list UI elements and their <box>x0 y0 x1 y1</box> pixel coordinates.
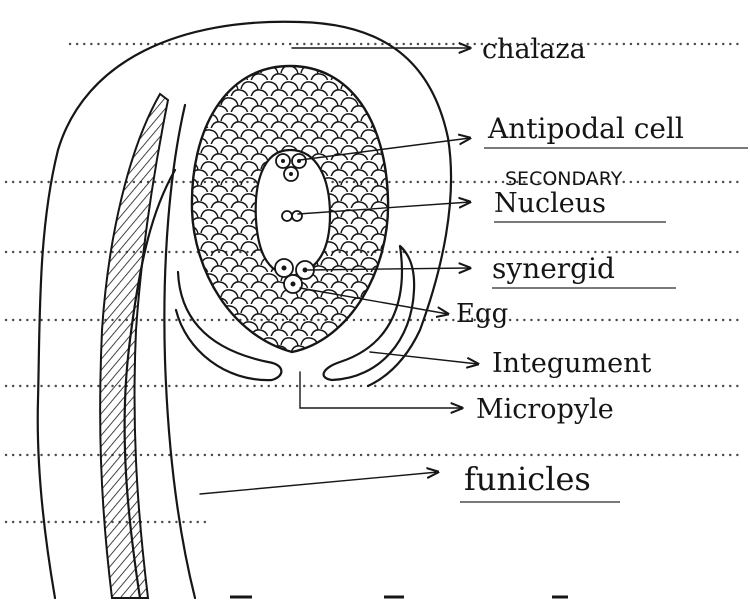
funicles-arrow <box>200 472 438 494</box>
label-antipodal-cell: Antipodal cell <box>487 112 684 145</box>
label-synergid: synergid <box>492 252 615 285</box>
label-secondary: SECONDARY <box>505 168 623 190</box>
label-micropyle: Micropyle <box>476 394 614 425</box>
vascular-strand <box>100 94 168 598</box>
label-funicles: funicles <box>464 460 591 498</box>
label-nucleus: Nucleus <box>494 188 606 219</box>
label-chalaza: chalaza <box>482 34 586 65</box>
label-egg: Egg <box>456 299 508 329</box>
labels: chalaza Antipodal cell SECONDARY Nucleus… <box>456 34 748 502</box>
label-integument: Integument <box>492 348 652 379</box>
